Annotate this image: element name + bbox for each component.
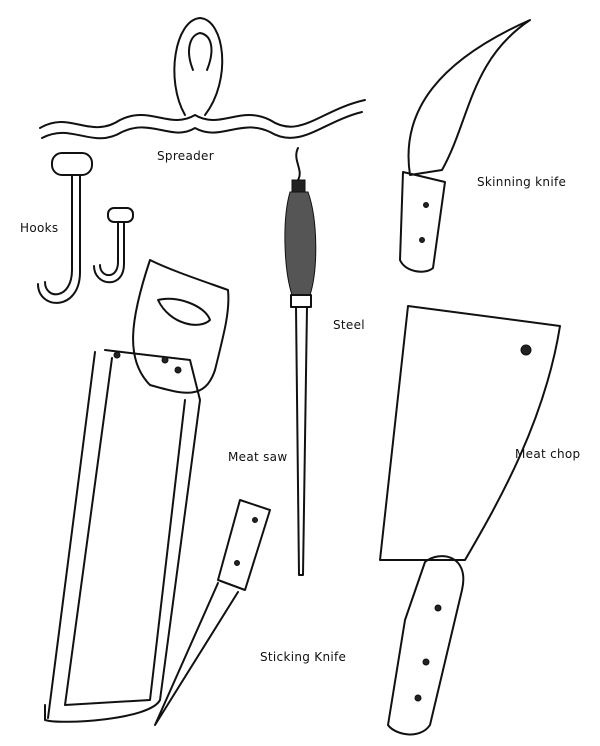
hooks-drawing — [37, 152, 134, 304]
label-meat-chop: Meat chop — [515, 447, 581, 461]
label-spreader: Spreader — [157, 149, 214, 163]
label-skinning-knife: Skinning knife — [477, 175, 567, 189]
skinning-knife-drawing — [399, 19, 531, 273]
label-steel: Steel — [333, 318, 365, 332]
spreader-drawing — [39, 17, 366, 140]
sticking-knife-drawing — [154, 499, 271, 726]
meat-saw-drawing — [44, 259, 230, 723]
label-sticking-knife: Sticking Knife — [260, 650, 347, 664]
label-hooks: Hooks — [20, 221, 59, 235]
steel-drawing — [284, 147, 317, 576]
label-meat-saw: Meat saw — [228, 450, 288, 464]
meat-chop-drawing — [379, 305, 561, 736]
